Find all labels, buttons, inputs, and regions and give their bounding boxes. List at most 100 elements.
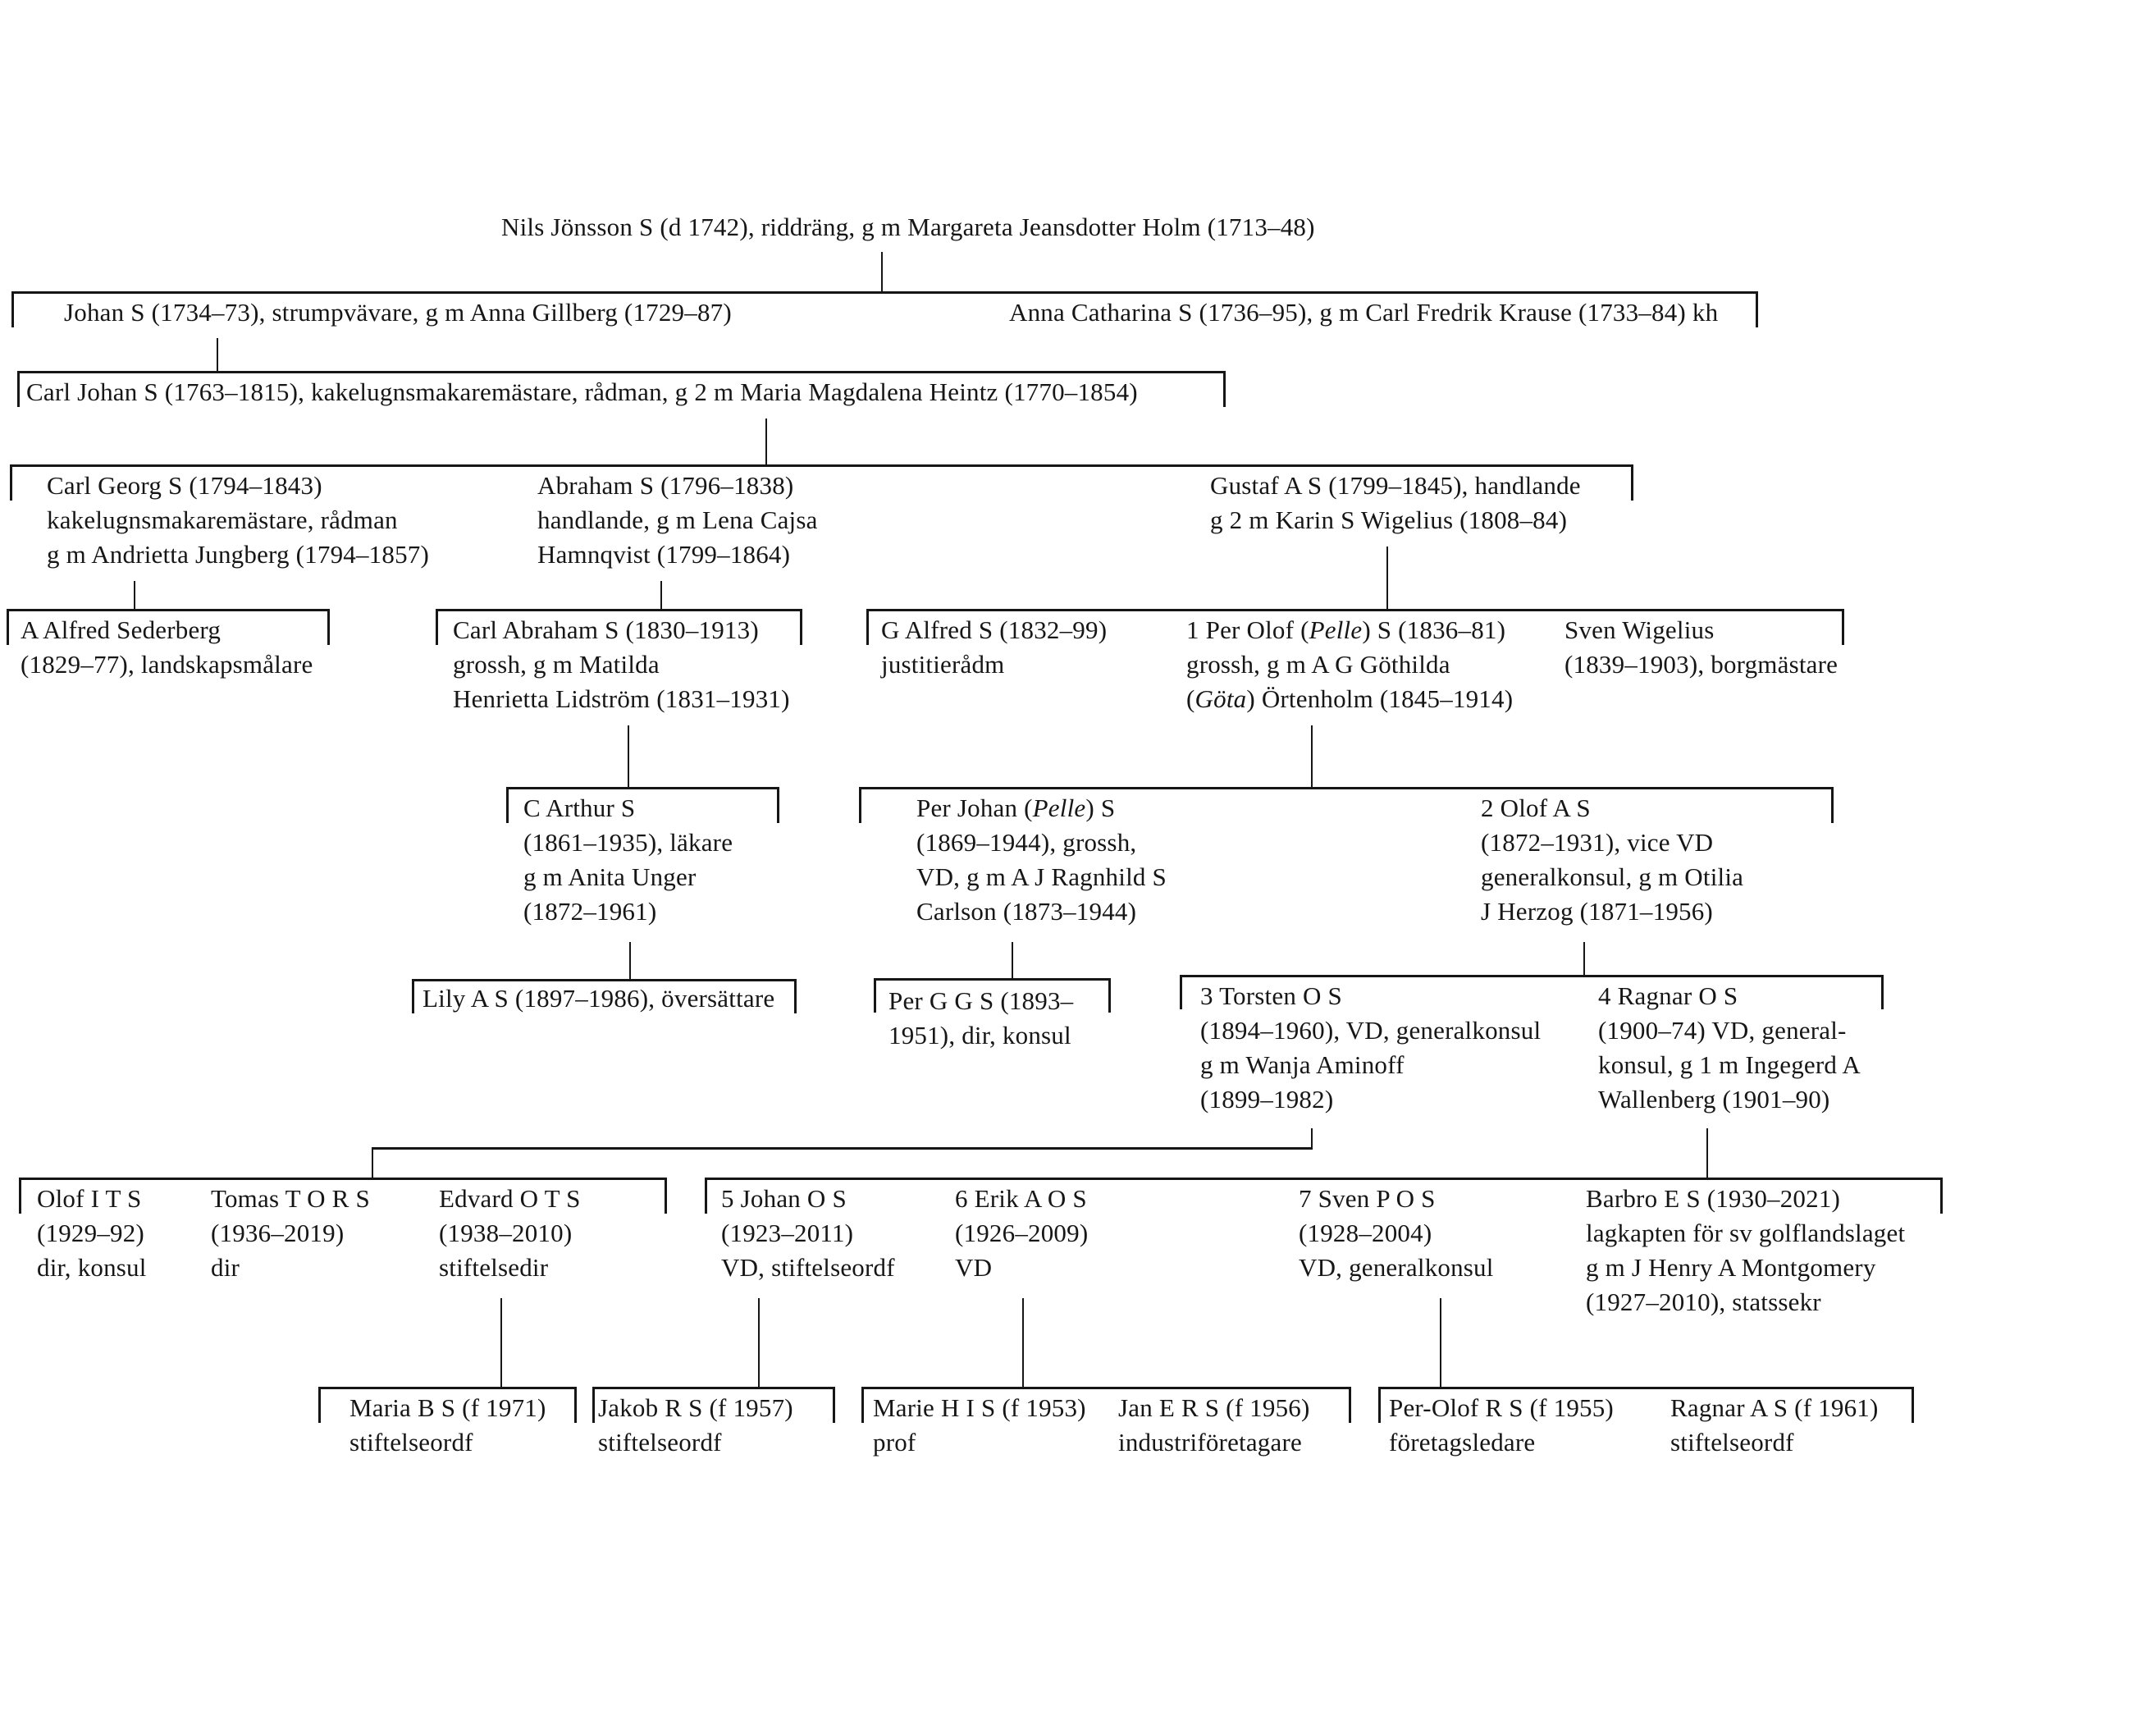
person-sven-7-line-1: 7 Sven P O S [1299, 1182, 1494, 1216]
connector-drop-sven-7-down [1440, 1298, 1441, 1387]
text-segment: VD, generalkonsul [1299, 1253, 1494, 1282]
person-ragnar-4-line-1: 4 Ragnar O S [1598, 979, 1861, 1013]
person-c-arthur-line-2: (1861–1935), läkare [523, 825, 733, 860]
person-torsten-3-line-2: (1894–1960), VD, generalkonsul [1200, 1013, 1541, 1048]
person-per-johan-line-4: Carlson (1873–1944) [916, 894, 1167, 929]
person-johan-5-line-3: VD, stiftelseordf [721, 1251, 895, 1285]
text-segment: A Alfred Sederberg [21, 615, 222, 644]
connector-bar-edvard-children-tick-left [318, 1387, 321, 1423]
connector-bar-sederberg-group-tick-right [327, 609, 330, 645]
text-segment: g m Anita Unger [523, 862, 697, 891]
connector-drop-olof-2-down [1583, 942, 1585, 975]
connector-bar-gen3-tick-left [17, 371, 20, 407]
connector-line-torsten-elbow [372, 1147, 1313, 1150]
connector-bar-carl-abraham-group-tick-left [436, 609, 438, 645]
text-segment: G Alfred S (1832–99) [881, 615, 1108, 644]
text-segment: ( [1186, 684, 1195, 713]
person-abraham-line-3: Hamnqvist (1799–1864) [537, 537, 818, 572]
text-segment: VD, stiftelseordf [721, 1253, 895, 1282]
person-g-alfred-line-1: G Alfred S (1832–99) [881, 613, 1107, 647]
text-segment: Per-Olof R S (f 1955) [1389, 1393, 1614, 1422]
text-segment: (1872–1961) [523, 897, 657, 926]
person-barbro-line-1: Barbro E S (1930–2021) [1586, 1182, 1905, 1216]
person-nils-jonsson: Nils Jönsson S (d 1742), riddräng, g m M… [501, 210, 1315, 245]
text-segment: (1929–92) [37, 1219, 144, 1247]
connector-drop-ragnar-down [1706, 1128, 1708, 1178]
text-segment: (1869–1944), grossh, [916, 828, 1137, 857]
connector-bar-ragnar-children-tick-left [705, 1178, 707, 1214]
person-a-alfred-sederberg-line-2: (1829–77), landskapsmålare [21, 647, 313, 682]
text-segment: g m Andrietta Jungberg (1794–1857) [47, 540, 430, 569]
connector-bar-gustaf-children-tick-left [866, 609, 869, 645]
person-jakob-line-2: stiftelseordf [598, 1425, 793, 1460]
person-per-olof-1-line-3: (Göta) Örtenholm (1845–1914) [1186, 682, 1513, 716]
connector-bar-c-arthur-group-tick-left [506, 787, 509, 823]
person-sven-wigelius-line-1: Sven Wigelius [1564, 613, 1838, 647]
person-ragnar-a-s: Ragnar A S (f 1961)stiftelseordf [1670, 1391, 1879, 1460]
connector-bar-lily-group-tick-left [412, 979, 414, 1013]
person-olof-2-line-3: generalkonsul, g m Otilia [1481, 860, 1743, 894]
connector-drop-carl-johan-down [765, 418, 767, 464]
person-sven-wigelius: Sven Wigelius(1839–1903), borgmästare [1564, 613, 1838, 682]
person-edvard-line-3: stiftelsedir [439, 1251, 581, 1285]
text-segment: Göta [1194, 684, 1247, 713]
person-ragnar-4-line-3: konsul, g 1 m Ingegerd A [1598, 1048, 1861, 1082]
person-g-alfred: G Alfred S (1832–99) justitierådm [881, 613, 1107, 682]
person-lily: Lily A S (1897–1986), översättare [423, 981, 774, 1016]
text-segment: lagkapten för sv golflandslaget [1586, 1219, 1906, 1247]
person-carl-abraham-line-3: Henrietta Lidström (1831–1931) [453, 682, 790, 716]
connector-bar-per-olof-1-children-tick-right [1831, 787, 1834, 823]
person-c-arthur: C Arthur S (1861–1935), läkare g m Anita U… [523, 791, 733, 929]
text-segment: Maria B S (f 1971) [349, 1393, 546, 1422]
person-per-g-g-s-line-1: Per G G S (1893– [888, 984, 1073, 1018]
person-edvard: Edvard O T S(1938–2010)stiftelsedir [439, 1182, 581, 1285]
connector-bar-erik-6-children-tick-right [1349, 1387, 1351, 1423]
text-segment: Sven Wigelius [1564, 615, 1715, 644]
person-olof-i-t-s-line-2: (1929–92) [37, 1216, 147, 1251]
text-segment: grossh, g m Matilda [453, 650, 660, 679]
connector-bar-erik-6-children-tick-left [861, 1387, 864, 1423]
text-segment: (1861–1935), läkare [523, 828, 733, 857]
person-carl-georg-line-2: kakelugnsmakaremästare, rådman [47, 503, 429, 537]
text-segment: (1894–1960), VD, generalkonsul [1200, 1016, 1542, 1045]
person-tomas-line-1: Tomas T O R S [211, 1182, 370, 1216]
person-olof-i-t-s-line-1: Olof I T S [37, 1182, 147, 1216]
text-segment: Pelle [1032, 793, 1086, 822]
connector-bar-olof-2-children-tick-right [1881, 975, 1884, 1009]
text-segment: (1872–1931), vice VD [1481, 828, 1714, 857]
connector-bar-sven-7-children-tick-left [1378, 1387, 1381, 1423]
person-c-arthur-line-1: C Arthur S [523, 791, 733, 825]
text-segment: stiftelsedir [439, 1253, 549, 1282]
text-segment: ) S (1836–81) [1362, 615, 1506, 644]
text-segment: stiftelseordf [349, 1428, 473, 1457]
person-g-alfred-line-2: justitierådm [881, 647, 1107, 682]
connector-bar-sven-7-children [1378, 1387, 1914, 1389]
connector-drop-carl-abraham-down [628, 725, 629, 787]
person-erik-6-line-1: 6 Erik A O S [955, 1182, 1088, 1216]
connector-bar-lily-group-tick-right [794, 979, 797, 1013]
person-per-olof-1-line-2: grossh, g m A G Göthilda [1186, 647, 1513, 682]
person-johan-5-line-2: (1923–2011) [721, 1216, 895, 1251]
connector-bar-erik-6-children [861, 1387, 1351, 1389]
connector-drop-nils-down [881, 252, 883, 291]
person-maria: Maria B S (f 1971) stiftelseordf [349, 1391, 546, 1460]
text-segment: g m Wanja Aminoff [1200, 1050, 1405, 1079]
connector-bar-per-g-g-s-group [874, 978, 1111, 981]
text-segment: VD [955, 1253, 993, 1282]
text-segment: Nils Jönsson S (d 1742), riddräng, g m M… [501, 213, 1315, 241]
text-segment: industriföretagare [1118, 1428, 1302, 1457]
person-abraham: Abraham S (1796–1838)handlande, g m Lena… [537, 469, 818, 572]
person-olof-i-t-s: Olof I T S(1929–92)dir, konsul [37, 1182, 147, 1285]
person-olof-2-line-4: J Herzog (1871–1956) [1481, 894, 1743, 929]
connector-bar-johan-5-children-tick-left [592, 1387, 595, 1423]
text-segment: justitierådm [881, 650, 1005, 679]
person-erik-6-line-3: VD [955, 1251, 1088, 1285]
connector-bar-olof-2-children [1180, 975, 1884, 977]
person-barbro: Barbro E S (1930–2021) lagkapten för sv g… [1586, 1182, 1905, 1319]
connector-bar-gen2-tick-left [11, 291, 14, 327]
connector-bar-ragnar-children-tick-right [1940, 1178, 1943, 1214]
text-segment: Johan S (1734–73), strumpvävare, g m Ann… [64, 298, 732, 327]
person-sven-7: 7 Sven P O S(1928–2004)VD, generalkonsul [1299, 1182, 1494, 1285]
